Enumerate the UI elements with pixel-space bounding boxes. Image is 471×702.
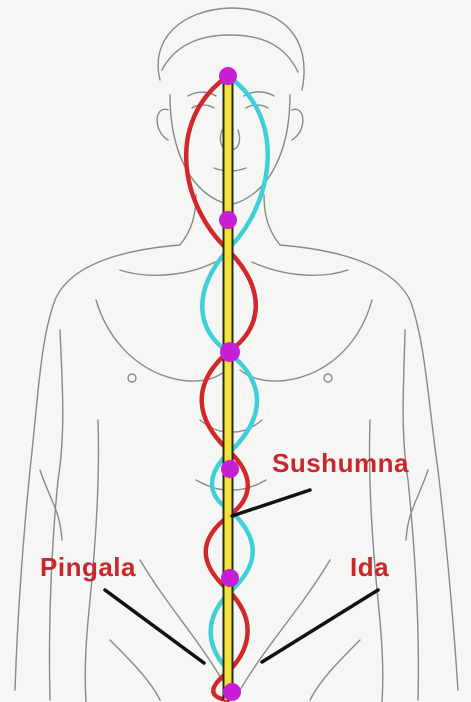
chakra-point — [221, 569, 239, 587]
ida-label: Ida — [350, 552, 389, 582]
sushumna-label: Sushumna — [272, 448, 409, 478]
chakra-point — [219, 67, 237, 85]
chakra-point — [220, 342, 240, 362]
chakra-point — [221, 460, 239, 478]
pingala-leader-line — [105, 590, 204, 663]
pingala-label: Pingala — [40, 552, 136, 582]
ida-leader-line — [262, 590, 378, 662]
chakra-point — [223, 683, 241, 701]
chakra-point — [219, 211, 237, 229]
